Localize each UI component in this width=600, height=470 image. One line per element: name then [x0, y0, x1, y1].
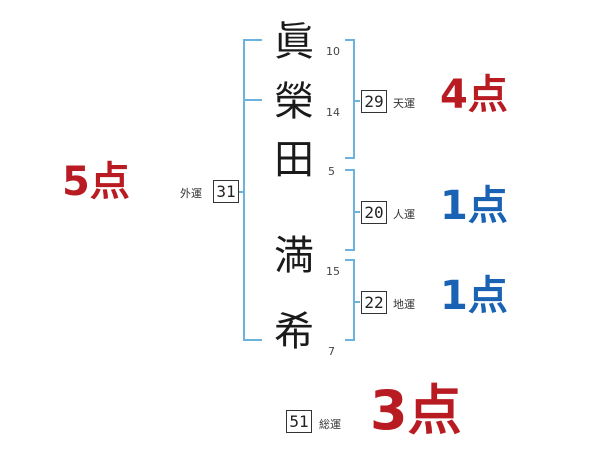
outer-bracket: [243, 39, 262, 341]
chikaku-score: 1点: [440, 273, 508, 319]
tenkaku-label: 天運: [393, 97, 415, 110]
name-char-1: 眞: [274, 19, 314, 65]
name-char-5: 希: [274, 309, 314, 355]
jinkaku-score: 1点: [440, 183, 508, 229]
jinkaku-bracket: [345, 169, 355, 251]
soukaku-score: 3点: [370, 379, 462, 442]
gaikaku-label: 外運: [180, 187, 202, 200]
chikaku-value: 22: [361, 291, 387, 314]
tenkaku-value: 29: [361, 90, 387, 113]
chikaku-bracket: [345, 259, 355, 341]
stroke-count-5: 7: [328, 345, 335, 358]
stroke-count-3: 5: [328, 165, 335, 178]
jinkaku-value: 20: [361, 201, 387, 224]
gaikaku-value: 31: [213, 180, 239, 203]
name-char-3: 田: [274, 137, 314, 183]
tenkaku-score: 4点: [440, 72, 508, 118]
tenkaku-bracket: [345, 39, 355, 159]
name-char-2: 榮: [274, 79, 314, 125]
soukaku-label: 総運: [319, 418, 341, 431]
gaikaku-score: 5点: [62, 159, 130, 205]
stroke-count-2: 14: [326, 106, 340, 119]
name-char-4: 満: [274, 233, 314, 279]
stroke-count-4: 15: [326, 265, 340, 278]
soukaku-value: 51: [286, 410, 312, 433]
stroke-count-1: 10: [326, 45, 340, 58]
chikaku-label: 地運: [393, 298, 415, 311]
jinkaku-label: 人運: [393, 208, 415, 221]
